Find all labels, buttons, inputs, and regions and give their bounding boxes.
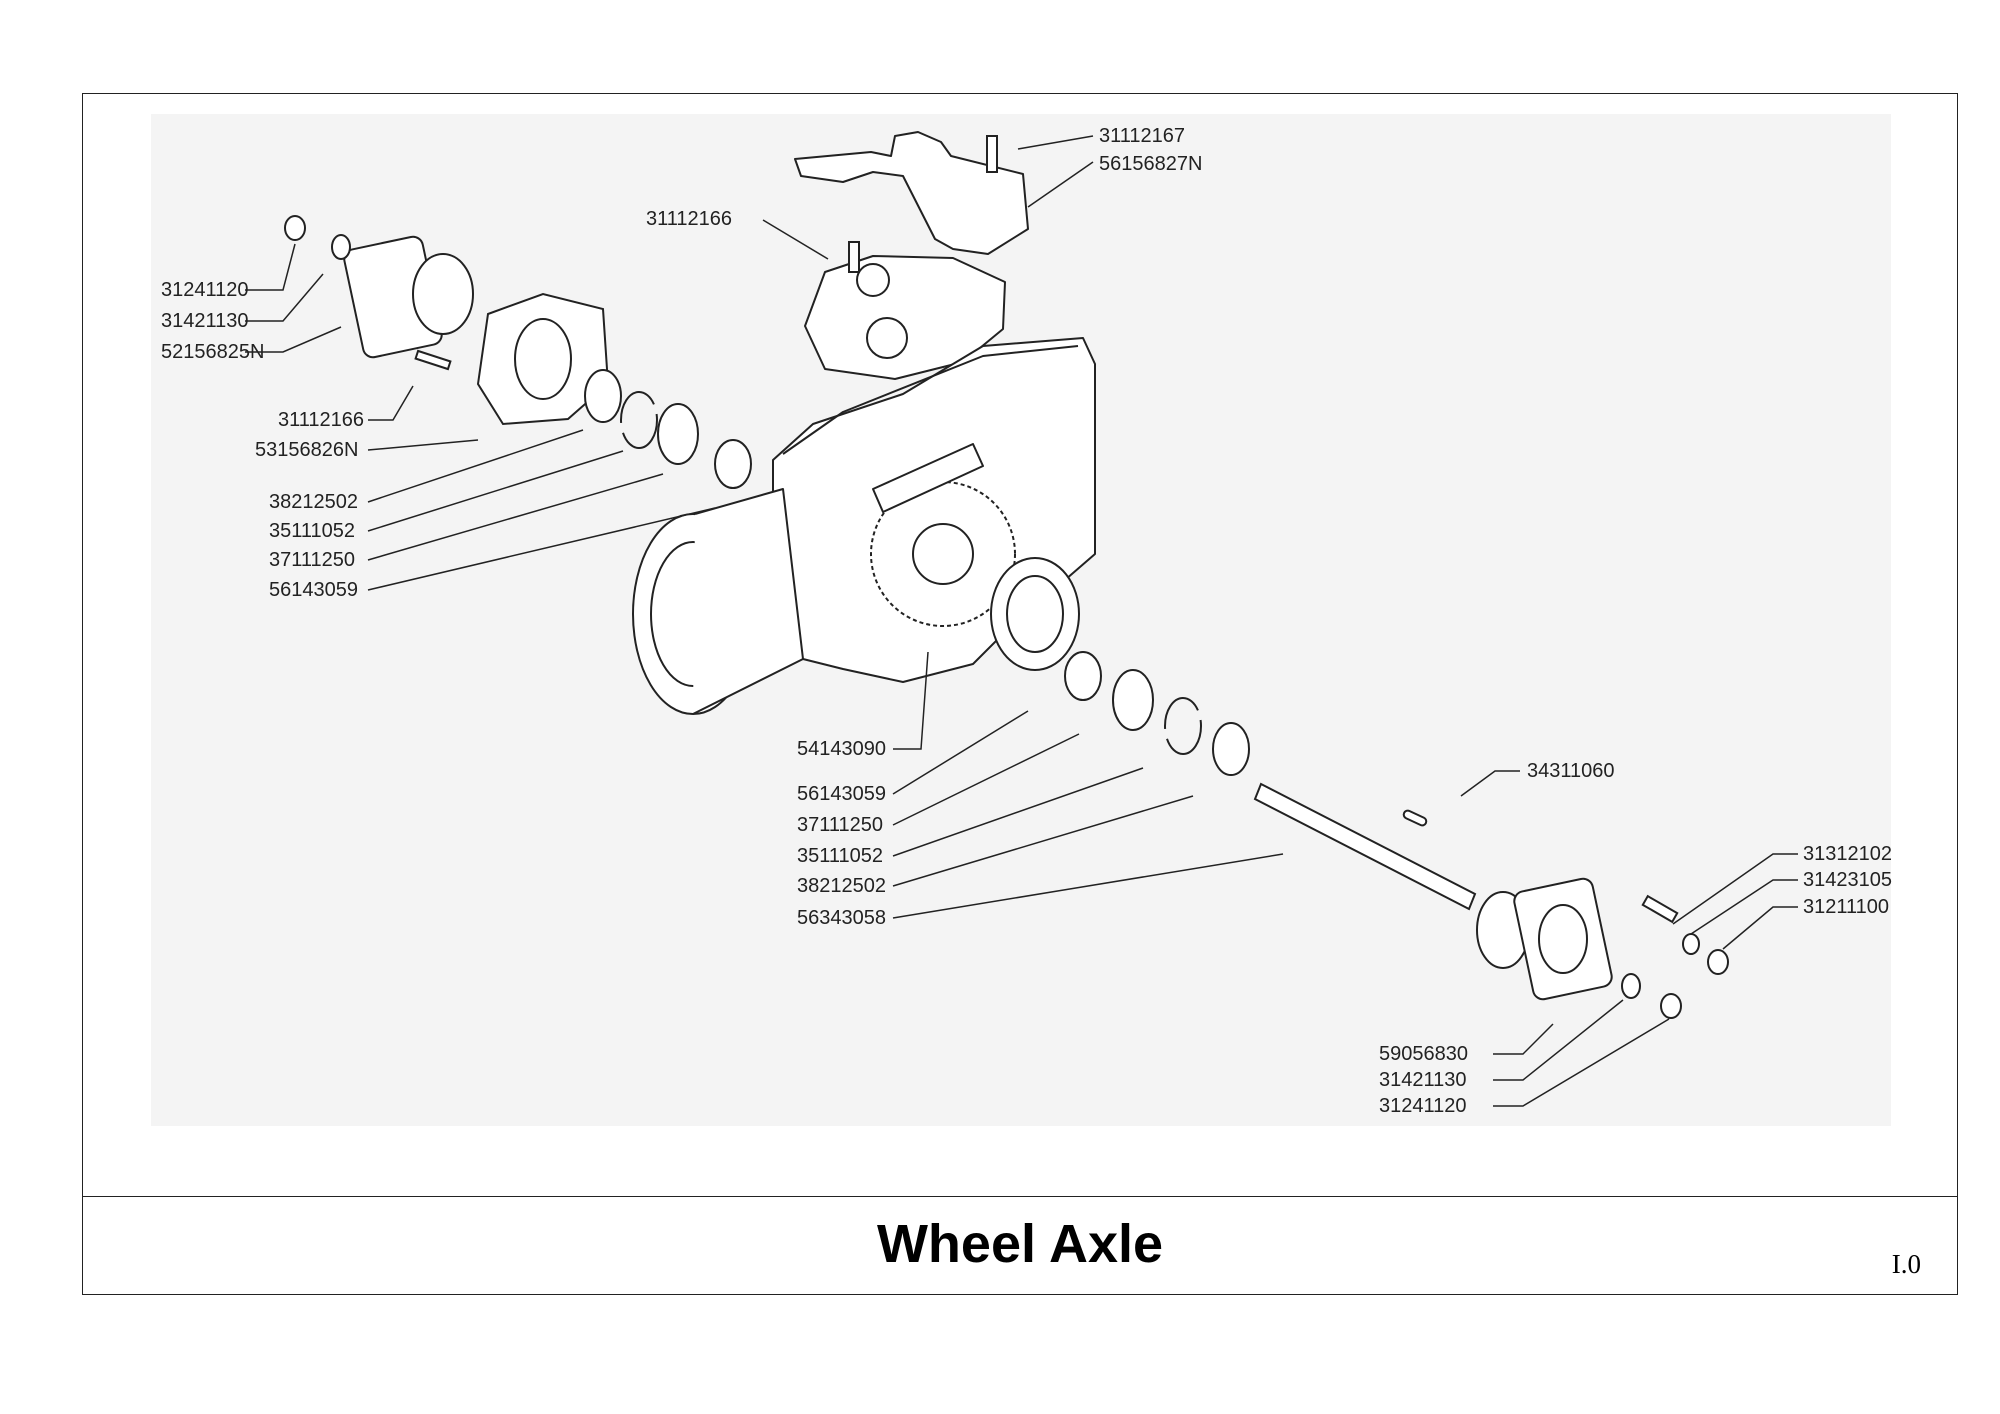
part-label: 31423105	[1803, 869, 1892, 891]
part-label: 31241120	[1379, 1095, 1467, 1117]
right-oil-seal	[1212, 722, 1250, 776]
cover-bolt	[848, 241, 860, 273]
left-bolt	[414, 349, 452, 371]
leader-lines	[245, 135, 1798, 1107]
part-label: 59056830	[1379, 1043, 1468, 1065]
right-stud-washer	[1682, 933, 1700, 955]
pinion-worm	[872, 443, 984, 513]
shaft-key	[1402, 809, 1428, 827]
left-nut	[284, 215, 306, 241]
ring-gear-hub	[912, 523, 974, 585]
part-label: 56143059	[269, 579, 358, 601]
part-label: 31112167	[1099, 125, 1185, 147]
part-label: 38212502	[797, 875, 886, 897]
part-label: 37111250	[797, 814, 883, 836]
part-label: 53156826N	[255, 439, 358, 461]
part-label: 56143059	[797, 783, 886, 805]
part-label: 37111250	[269, 549, 355, 571]
left-bearing-cover-bore	[514, 318, 572, 400]
part-label: 56343058	[797, 907, 886, 929]
left-oil-seal	[584, 369, 622, 423]
exploded-view-drawing: 31112167 56156827N 31112166 31241120 314…	[151, 114, 1892, 1126]
mounting-bracket	[794, 131, 1029, 255]
right-nut	[1660, 993, 1682, 1019]
part-label: 35111052	[797, 845, 883, 867]
part-label: 52156825N	[161, 341, 264, 363]
wheel-shaft	[1253, 782, 1477, 911]
left-bushing	[714, 439, 752, 489]
top-bolt	[986, 135, 998, 173]
part-label: 31312102	[1803, 843, 1892, 865]
part-label: 31112166	[646, 208, 732, 230]
housing-side-bore-inner	[1006, 575, 1064, 653]
right-circlip	[1164, 697, 1202, 755]
left-washer	[331, 234, 351, 260]
part-label: 35111052	[269, 520, 355, 542]
part-label-group: 31112167 56156827N 31112166 31241120 314…	[161, 125, 1892, 1117]
cover-boss-front	[866, 317, 908, 359]
part-label: 56156827N	[1099, 153, 1202, 175]
right-hub-bore	[1538, 904, 1588, 974]
cover-boss-rear	[856, 263, 890, 297]
part-label: 38212502	[269, 491, 358, 513]
part-label: 31211100	[1803, 896, 1889, 918]
right-bushing	[1064, 651, 1102, 701]
left-circlip	[620, 391, 658, 449]
right-stud	[1641, 894, 1679, 924]
part-label: 31112166	[278, 409, 364, 431]
part-label: 31421130	[1379, 1069, 1467, 1091]
drawing-sheet: 31112167 56156827N 31112166 31241120 314…	[82, 93, 1958, 1295]
part-label: 31241120	[161, 279, 249, 301]
title-block: Wheel Axle I.0	[83, 1196, 1957, 1295]
page-code: I.0	[1891, 1249, 1921, 1279]
left-hub-tube	[412, 253, 474, 335]
flange-tube	[692, 488, 804, 715]
right-washer	[1621, 973, 1641, 999]
right-stud-nut	[1707, 949, 1729, 975]
part-label: 31421130	[161, 310, 249, 332]
part-label: 54143090	[797, 738, 886, 760]
left-bearing	[657, 403, 699, 465]
part-label: 34311060	[1527, 760, 1615, 782]
right-bearing	[1112, 669, 1154, 731]
page-title: Wheel Axle	[876, 1214, 1164, 1274]
housing-top-rim	[782, 345, 1079, 455]
